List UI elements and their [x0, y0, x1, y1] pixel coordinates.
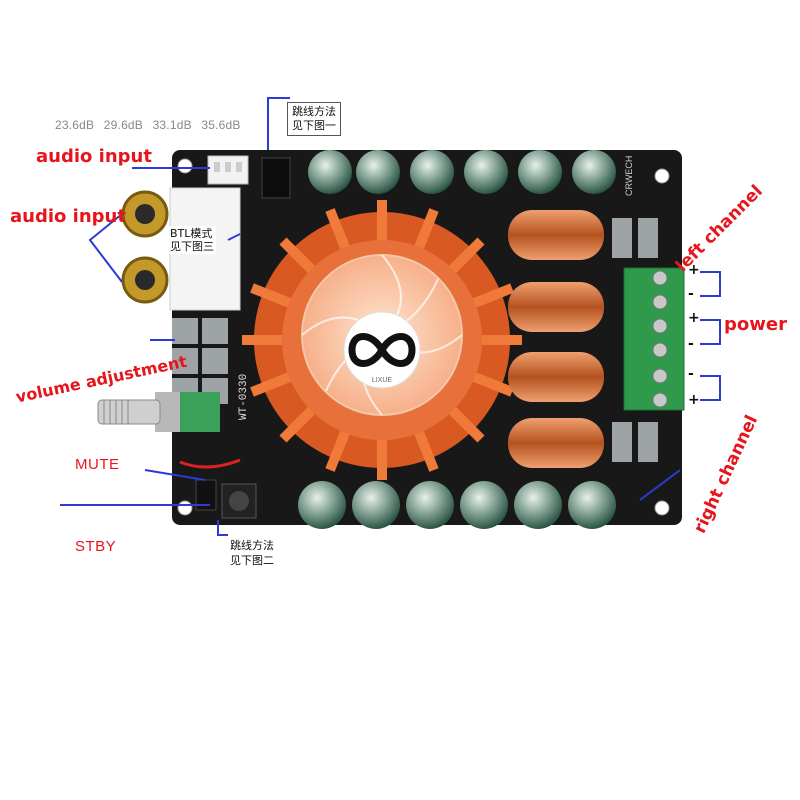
top-capacitors: [308, 150, 616, 194]
mute-jumper: [195, 479, 217, 511]
terminal-sign: -: [688, 286, 694, 302]
mount-hole: [654, 500, 670, 516]
terminal-sign: -: [688, 366, 694, 382]
btl-note: BTL模式 见下图三: [168, 226, 216, 254]
terminal-sign: +: [688, 262, 700, 278]
board-model: WT-0330: [238, 374, 250, 420]
volume-knob-shaft: [97, 399, 161, 425]
infinity-logo: [348, 333, 416, 367]
terminal-sign: +: [688, 310, 700, 326]
jumper-note-1: 跳线方法 见下图一: [287, 102, 341, 136]
fan-brand: LIXUE: [372, 377, 393, 384]
label-audio-input-top: audio input: [36, 146, 152, 167]
gain-jumper-header: [261, 157, 291, 199]
terminal-sign: +: [688, 392, 700, 408]
mount-hole: [654, 168, 670, 184]
gain-option: 23.6dB: [55, 118, 95, 132]
gain-option: 33.1dB: [152, 118, 192, 132]
label-audio-input-rca: audio input: [10, 206, 126, 227]
board-maker: CRWECH: [624, 156, 634, 196]
jumper-note-2: 跳线方法 见下图二: [230, 539, 274, 567]
inductor-coils: [508, 210, 604, 468]
label-stby: STBY: [75, 538, 117, 555]
gain-options: 23.6dB 29.6dB 33.1dB 35.6dB: [55, 118, 247, 132]
terminal-sign: -: [688, 336, 694, 352]
output-film-capacitors: [612, 218, 658, 462]
label-mute: MUTE: [75, 456, 120, 473]
mount-hole: [177, 500, 193, 516]
mount-hole: [177, 158, 193, 174]
speaker-power-terminal: [623, 267, 685, 411]
label-power: power: [724, 314, 787, 335]
gain-option: 29.6dB: [103, 118, 144, 132]
pointer-lines: [60, 97, 721, 536]
gain-option: 35.6dB: [201, 118, 241, 132]
bottom-capacitors: [298, 481, 616, 529]
